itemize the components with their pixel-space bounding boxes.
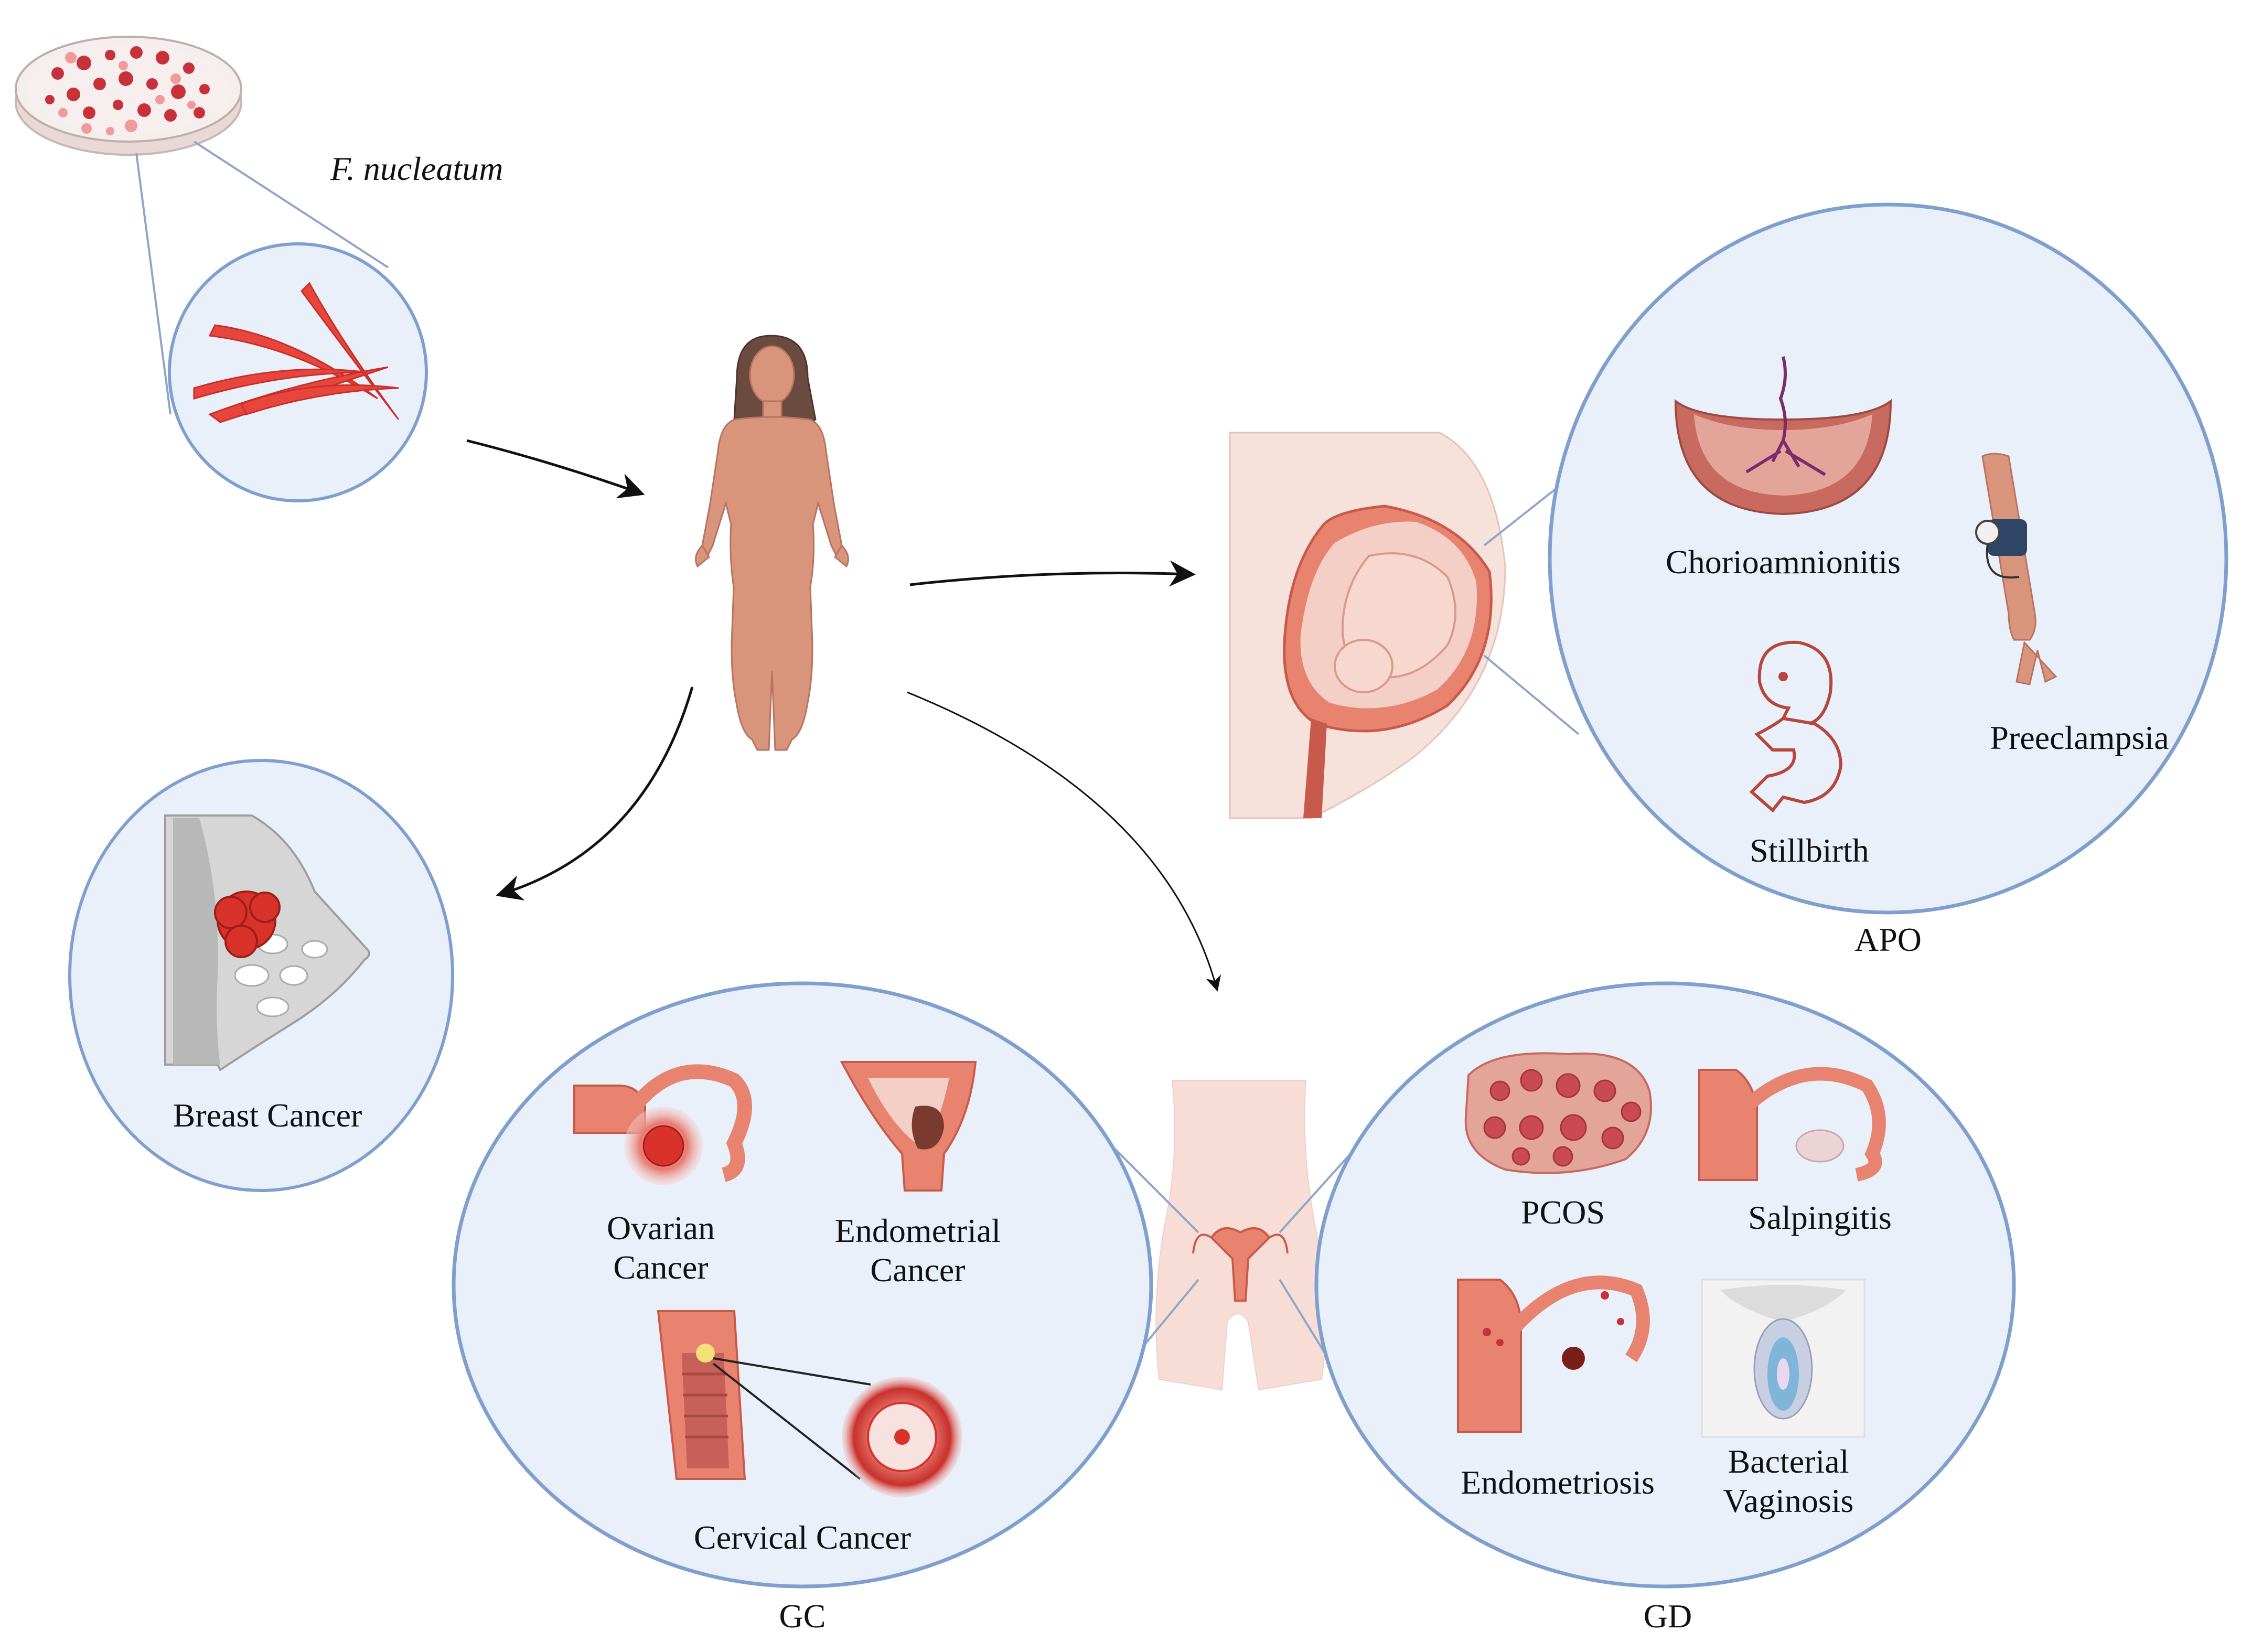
pcos-icon <box>1464 1052 1652 1174</box>
arrow-to-breast <box>496 686 694 901</box>
zoom-line <box>135 153 171 415</box>
fetus-icon <box>1749 640 1843 813</box>
salpingitis-icon <box>1698 1067 1886 1182</box>
label-endometrial-line2: Cancer <box>870 1251 966 1289</box>
label-salpingitis: Salpingitis <box>1748 1199 1892 1236</box>
endometriosis-icon <box>1457 1275 1650 1433</box>
blood-pressure-icon <box>1975 453 2057 685</box>
bacterial-vaginosis-icon <box>1701 1279 1865 1438</box>
group-label-gc: GC <box>779 1597 826 1635</box>
label-breast-cancer: Breast Cancer <box>173 1097 362 1134</box>
zoom-line <box>193 141 389 269</box>
group-label-apo: APO <box>1854 921 1922 958</box>
label-pcos: PCOS <box>1520 1194 1605 1231</box>
petri-dish-icon <box>15 36 242 156</box>
pregnancy-icon <box>1229 432 1506 819</box>
label-preeclampsia: Preeclampsia <box>1990 719 2169 756</box>
endometrial-cancer-icon <box>840 1061 977 1192</box>
bacteria-icon <box>168 242 428 502</box>
apo-circle <box>1548 202 2228 915</box>
label-cervical-cancer: Cervical Cancer <box>694 1519 911 1556</box>
label-stillbirth: Stillbirth <box>1750 832 1869 869</box>
arrow-to-apo <box>909 560 1196 587</box>
placenta-icon <box>1674 356 1892 516</box>
cervical-cancer-icon <box>657 1310 962 1497</box>
arrow-to-pelvis <box>907 691 1221 992</box>
breast-icon <box>164 814 370 1071</box>
woman-figure-icon <box>695 335 849 751</box>
gc-circle <box>452 981 1153 1589</box>
organism-label: F. nucleatum <box>330 150 503 187</box>
label-chorioamnionitis: Chorioamnionitis <box>1666 543 1901 581</box>
label-endometrial-line1: Endometrial <box>834 1212 1001 1249</box>
label-ovarian-line2: Cancer <box>613 1249 709 1286</box>
zoom-line <box>1483 655 1580 735</box>
label-bv-line2: Vaginosis <box>1723 1482 1854 1519</box>
arrow-to-woman <box>466 439 645 499</box>
pelvis-icon <box>1155 1080 1326 1391</box>
label-ovarian-line1: Ovarian <box>606 1209 715 1247</box>
ovarian-cancer-icon <box>573 1064 752 1185</box>
label-bv-line1: Bacterial <box>1728 1443 1849 1480</box>
label-endometriosis: Endometriosis <box>1461 1464 1655 1501</box>
group-label-gd: GD <box>1643 1597 1692 1635</box>
